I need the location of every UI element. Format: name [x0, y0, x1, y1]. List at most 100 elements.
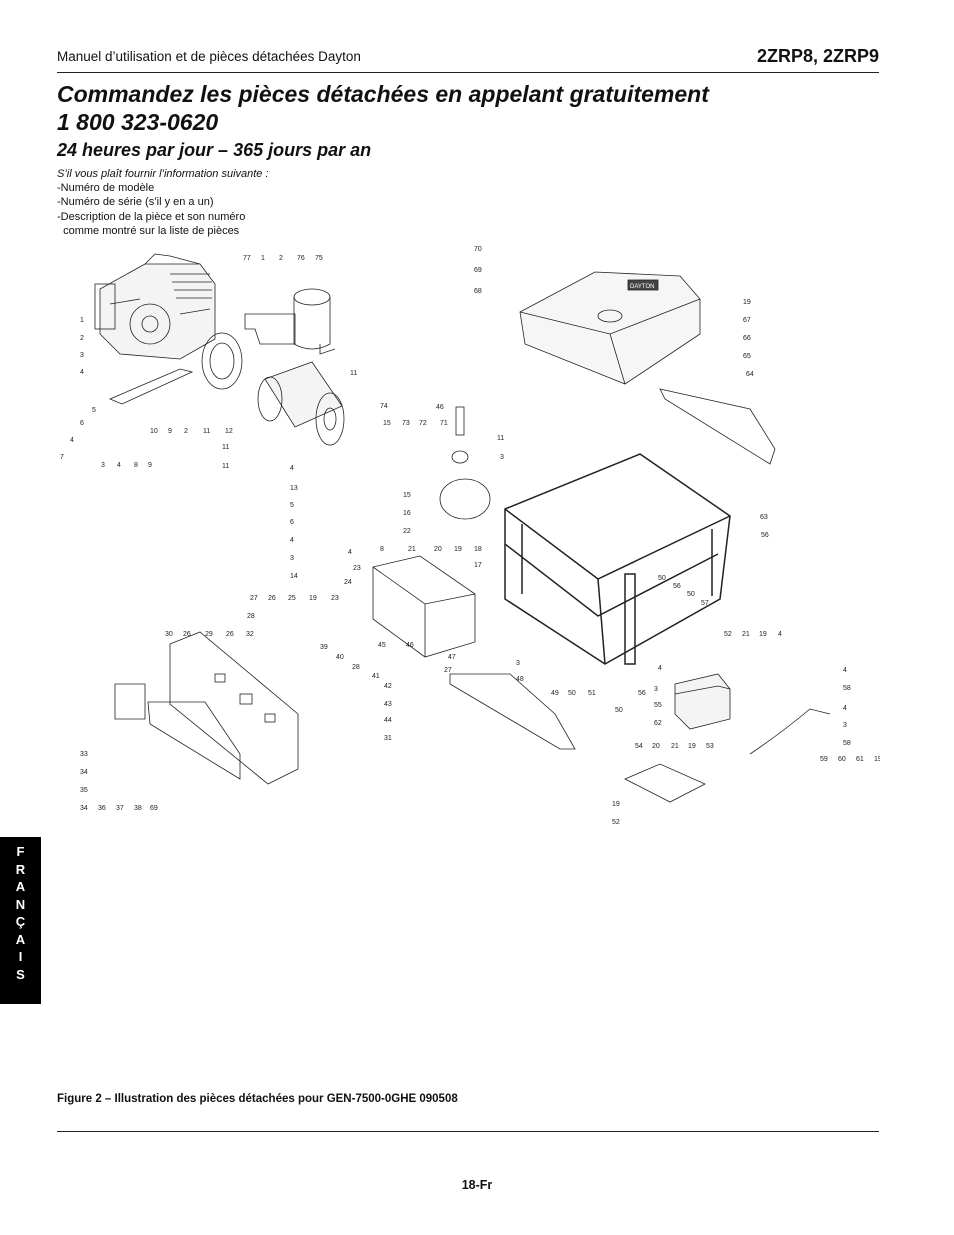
battery-tray [624, 763, 706, 803]
part-callout: 19 [454, 546, 462, 553]
part-callout: 11 [203, 428, 210, 435]
part-callout: 7 [60, 454, 64, 461]
part-callout: 41 [372, 673, 380, 680]
part-callout: 3 [500, 454, 504, 461]
part-callout: 2 [184, 428, 188, 435]
adapter-ring [201, 332, 243, 390]
side-panel [449, 673, 576, 750]
part-callout: 26 [183, 631, 191, 638]
part-callout: 61 [856, 756, 864, 763]
part-callout: 13 [290, 485, 298, 492]
part-callout: 10 [150, 428, 158, 435]
part-callout: 58 [843, 685, 851, 692]
part-callout: 70 [474, 246, 482, 253]
tab-letter: A [15, 931, 26, 947]
muffler [244, 288, 336, 355]
label-plate [114, 683, 146, 720]
base-plate [108, 368, 194, 405]
part-callout: 9 [168, 428, 172, 435]
part-callout: 69 [150, 805, 158, 812]
part-callout: 22 [403, 528, 411, 535]
hours-heading: 24 heures par jour – 365 jours par an [57, 140, 372, 160]
language-tab: F R A N Ç A I S [0, 837, 41, 1004]
part-callout: 4 [348, 549, 352, 556]
tab-letter: A [15, 879, 26, 894]
part-callout: 8 [380, 546, 384, 553]
part-callout: 3 [843, 722, 847, 729]
overlay-plate [147, 701, 241, 780]
air-filter [439, 478, 491, 520]
tank-brand: DAYTON [630, 284, 654, 290]
part-callout: 50 [658, 575, 666, 582]
part-callout: 19 [688, 743, 696, 750]
part-callout: 3 [290, 555, 294, 562]
part-callout: 29 [205, 631, 213, 638]
part-callout: 53 [706, 743, 714, 750]
part-callout: 34 [80, 769, 88, 776]
exploded-parts-diagram: DAYTON [60, 246, 880, 826]
part-callout: 49 [551, 690, 559, 697]
part-callout: 36 [98, 805, 106, 812]
part-callout: 25 [288, 595, 296, 602]
part-callout: 37 [116, 805, 124, 812]
part-callout: 4 [290, 537, 294, 544]
part-callout: 68 [474, 288, 482, 295]
page-number: 18-Fr [461, 1178, 493, 1192]
part-callout: 17 [474, 562, 482, 569]
part-callout: 20 [434, 546, 442, 553]
part-callout: 65 [743, 353, 751, 360]
part-callout: 71 [440, 420, 448, 427]
page-title: Commandez les pièces détachées en appela… [57, 80, 709, 136]
control-panel [169, 631, 299, 785]
part-callout: 50 [615, 707, 623, 714]
tab-letter: R [15, 861, 26, 877]
part-callout: 16 [403, 510, 411, 517]
part-callout: 20 [652, 743, 660, 750]
control-box [372, 555, 476, 658]
part-callout: 11 [222, 444, 229, 451]
info-lead: S’il vous plaît fournir l’information su… [57, 168, 269, 180]
manual-title: Manuel d’utilisation et de pièces détach… [57, 49, 361, 64]
part-callout: 31 [384, 735, 392, 742]
part-callout: 8 [134, 462, 138, 469]
part-callout: 52 [612, 819, 620, 826]
battery-cable [749, 708, 831, 755]
part-callout: 60 [838, 756, 846, 763]
part-callout: 11 [497, 435, 504, 442]
part-callout: 56 [638, 690, 646, 697]
part-callout: 26 [226, 631, 234, 638]
part-callout: 14 [290, 573, 298, 580]
part-callout: 19 [874, 756, 880, 763]
part-callout: 55 [654, 702, 662, 709]
part-callout: 24 [344, 579, 352, 586]
part-callout: 18 [474, 546, 482, 553]
part-callout: 4 [290, 465, 294, 472]
part-callout: 2 [80, 335, 84, 342]
info-block: S’il vous plaît fournir l’information su… [57, 167, 269, 238]
part-callout: 21 [408, 546, 416, 553]
fuel-tank: DAYTON [519, 271, 701, 385]
part-callout: 50 [687, 591, 695, 598]
info-item: -Numéro de série (s’il y en a un) [57, 196, 214, 209]
part-callout: 19 [759, 631, 767, 638]
info-item: -Numéro de modèle [57, 182, 155, 195]
footer-rule [57, 1131, 879, 1132]
part-callout: 59 [820, 756, 828, 763]
part-callout: 47 [448, 654, 456, 661]
part-callout: 5 [92, 407, 96, 414]
tab-letter: F [16, 844, 25, 859]
figure-caption: Figure 2 – Illustration des pièces détac… [57, 1093, 458, 1105]
part-callout: 48 [516, 676, 524, 683]
part-callout: 44 [384, 717, 392, 724]
part-callout: 63 [760, 514, 768, 521]
part-callout: 32 [246, 631, 254, 638]
part-callout: 51 [588, 690, 596, 697]
part-callout: 3 [80, 352, 84, 359]
part-callout: 62 [654, 720, 662, 727]
phone-number: 1 800 323-0620 [57, 109, 219, 135]
part-callout: 4 [117, 462, 121, 469]
part-callout: 15 [383, 420, 391, 427]
frame [504, 453, 731, 665]
part-callout: 46 [406, 642, 414, 649]
tab-letter: Ç [15, 914, 26, 929]
